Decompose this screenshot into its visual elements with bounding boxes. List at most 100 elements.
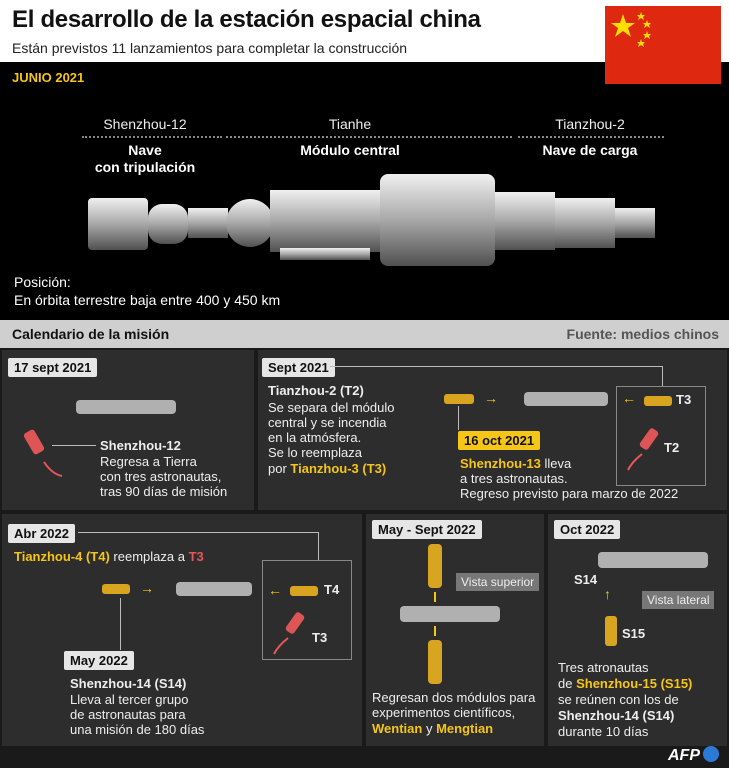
- module-name-shenzhou12: Shenzhou-12: [103, 116, 187, 132]
- mengtian-name: Mengtian: [436, 721, 494, 736]
- capsule-icon: [604, 616, 618, 651]
- wentian-name: Wentian: [372, 721, 423, 736]
- module-name-tianhe: Tianhe: [328, 116, 372, 132]
- position-value: En órbita terrestre baja entre 400 y 450…: [14, 292, 281, 308]
- date-label-p4: May - Sept 2022: [372, 520, 482, 539]
- module-desc-tianzhou2: Nave de carga: [542, 142, 638, 158]
- p3-line-1: Lleva al tercer grupo: [70, 692, 189, 707]
- shenzhou15-name: Shenzhou-15 (S15): [576, 676, 693, 691]
- panel-may-sept-2022: [366, 514, 544, 746]
- p2-line-1: Se separa del módulo: [268, 400, 395, 415]
- p4-line-2: experimentos científicos,: [372, 705, 516, 720]
- shenzhou12-name: Shenzhou-12: [100, 438, 181, 453]
- station-side-view-illustration: [598, 548, 708, 577]
- t2-label: T2: [664, 440, 680, 455]
- p3-line-2: de astronautas para: [70, 707, 186, 722]
- p2-shenzhou13-line: Shenzhou-13 lleva: [460, 456, 572, 471]
- hero-date: JUNIO 2021: [12, 70, 85, 85]
- station-top-view-illustration: [398, 544, 510, 689]
- module-desc-shenzhou12: Nave: [128, 142, 162, 158]
- calendar-bar: [0, 320, 729, 348]
- leader-line: [458, 406, 459, 430]
- shenzhou14-name: Shenzhou-14 (S14): [70, 676, 187, 691]
- p5-line-5: durante 10 días: [558, 724, 649, 739]
- station-icon: [176, 578, 252, 605]
- leader-line: [330, 366, 662, 367]
- date-label-p2b: 16 oct 2021: [458, 431, 541, 450]
- leader-line: [318, 532, 319, 560]
- capsule-reentry-icon: [270, 610, 314, 661]
- p1-line-1: Regresa a Tierra: [100, 454, 197, 469]
- page-subtitle: Están previstos 11 lanzamientos para com…: [12, 40, 408, 56]
- position-label: Posición:: [14, 274, 71, 290]
- p2-line-2: central y se incendia: [268, 415, 387, 430]
- leader-line: [78, 532, 318, 533]
- page-title: El desarrollo de la estación espacial ch…: [12, 6, 481, 33]
- t3-label: T3: [312, 630, 328, 645]
- p4-line-1: Regresan dos módulos para: [372, 690, 536, 705]
- panel-apr-2022: [2, 514, 362, 746]
- shenzhou13-name: Shenzhou-13: [460, 456, 541, 471]
- date-label-p5: Oct 2022: [554, 520, 621, 539]
- p3-headline: Tianzhou-4 (T4) reemplaza a T3: [14, 549, 204, 564]
- arrow-left-icon: ←: [268, 582, 282, 598]
- p2b-line-1: a tres astronautas.: [460, 471, 568, 486]
- arrow-right-icon: →: [484, 390, 498, 406]
- p5-shenzhou14-name: Shenzhou-14 (S14): [558, 708, 675, 723]
- arrow-left-icon: ←: [622, 390, 636, 406]
- capsule-icon: [290, 584, 318, 602]
- station-icon: [76, 394, 176, 425]
- t3-label: T3: [676, 392, 692, 407]
- leader-line: [52, 445, 96, 446]
- date-label-p3: Abr 2022: [8, 524, 75, 543]
- module-name-tianzhou2: Tianzhou-2: [555, 116, 625, 132]
- capsule-reentry-icon: [22, 428, 66, 483]
- capsule-reentry-icon: [624, 426, 668, 477]
- date-label-p1: 17 sept 2021: [8, 358, 98, 377]
- module-desc2-shenzhou12: con tripulación: [94, 159, 196, 175]
- p5-line-3: se reúnen con los de: [558, 692, 679, 707]
- date-label-p2: Sept 2021: [262, 358, 335, 377]
- p1-line-2: con tres astronautas,: [100, 469, 222, 484]
- p4-line-3: Wentian y Mengtian: [372, 721, 494, 736]
- tianzhou2-name: Tianzhou-2 (T2): [268, 383, 364, 398]
- afp-logo: AFP: [668, 746, 719, 765]
- p2-line-3: en la atmósfera.: [268, 430, 362, 445]
- station-icon: [524, 388, 608, 415]
- capsule-icon: [644, 394, 672, 412]
- s15-label: S15: [622, 626, 646, 641]
- arrow-up-icon: ↑: [604, 586, 611, 602]
- p5-line-2: de Shenzhou-15 (S15): [558, 676, 693, 691]
- t4-label: T4: [324, 582, 340, 597]
- capsule-icon: [444, 392, 474, 411]
- capsule-icon: [102, 582, 130, 601]
- module-desc-tianhe: Módulo central: [300, 142, 400, 158]
- date-label-p3b: May 2022: [64, 651, 134, 670]
- view-label-side: Vista lateral: [642, 591, 715, 609]
- leader-line: [120, 598, 121, 650]
- p2b-line-2: Regreso previsto para marzo de 2022: [460, 486, 679, 501]
- p2-line-4: Se lo reemplaza: [268, 445, 362, 460]
- tianzhou4-name: Tianzhou-4 (T4): [14, 549, 110, 564]
- afp-dot-icon: [703, 746, 719, 762]
- china-flag-icon: [605, 6, 721, 84]
- undock-box: [616, 386, 706, 486]
- tianzhou3-name: Tianzhou-3 (T3): [290, 461, 387, 476]
- undock-box: [262, 560, 352, 660]
- p1-line-3: tras 90 días de misión: [100, 484, 228, 499]
- divider-line: [82, 136, 222, 138]
- space-station-illustration: [80, 168, 670, 283]
- s14-label: S14: [574, 572, 598, 587]
- leader-line: [662, 366, 663, 386]
- t3-ref: T3: [188, 549, 204, 564]
- view-label-top: Vista superior: [456, 573, 540, 591]
- divider-line: [226, 136, 512, 138]
- divider-line: [518, 136, 664, 138]
- panel-sept-2021-b: [258, 350, 727, 510]
- arrow-right-icon: →: [140, 580, 154, 596]
- calendar-title: Calendario de la misión: [12, 326, 170, 342]
- p3-line-3: una misión de 180 días: [70, 722, 205, 737]
- p2-line-5: por Tianzhou-3 (T3): [268, 461, 387, 476]
- source-label: Fuente: medios chinos: [566, 326, 719, 342]
- p5-line-1: Tres atronautas: [558, 660, 649, 675]
